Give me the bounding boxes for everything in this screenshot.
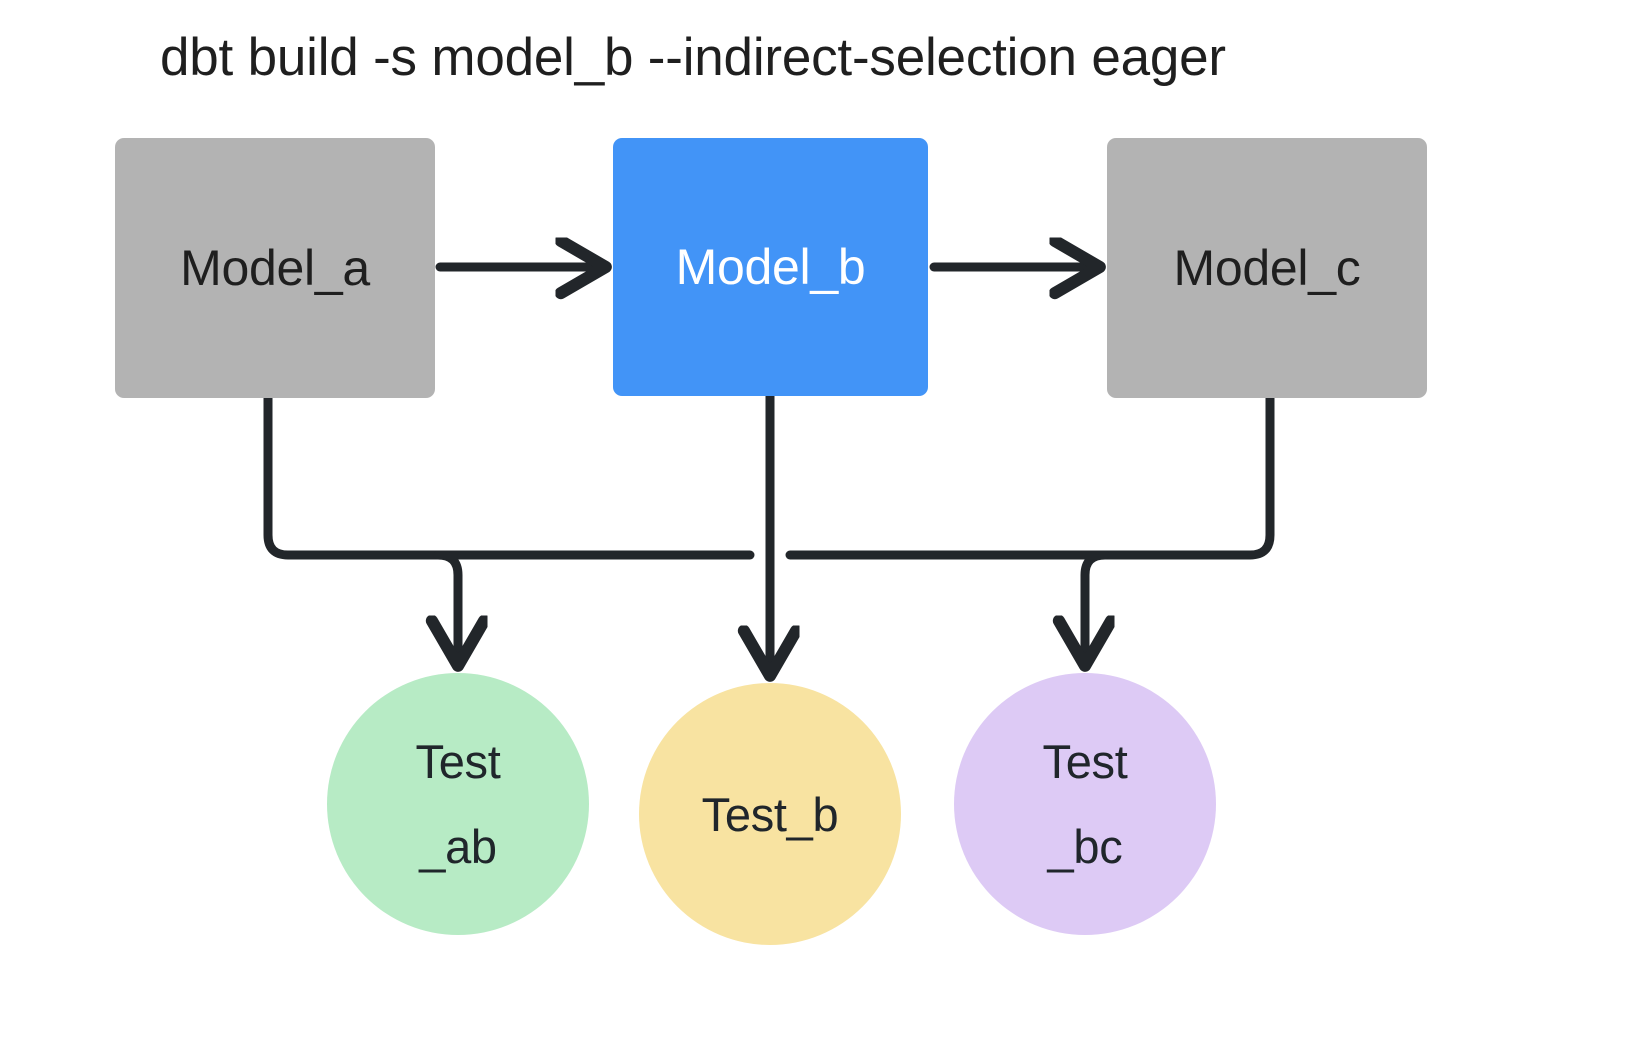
model-node-label: Model_b bbox=[675, 239, 866, 295]
edge-model-c-to-test-bc bbox=[1100, 393, 1275, 560]
model-node-model-b[interactable]: Model_b bbox=[613, 138, 928, 396]
model-node-label: Model_a bbox=[180, 240, 370, 296]
test-node-label-line1: Test bbox=[415, 735, 501, 788]
model-node-model-a[interactable]: Model_a bbox=[115, 138, 435, 398]
model-node-label: Model_c bbox=[1173, 240, 1361, 296]
edge-model-a-to-test-ab bbox=[263, 393, 443, 560]
model-node-model-c[interactable]: Model_c bbox=[1107, 138, 1427, 398]
test-node-label-line1: Test bbox=[1042, 735, 1128, 788]
test-node-test-b[interactable]: Test_b bbox=[639, 683, 901, 945]
diagram-title: dbt build -s model_b --indirect-selectio… bbox=[160, 28, 1226, 87]
edge-branch-to-test-bc bbox=[1085, 550, 1105, 664]
test-node-label-line2: _ab bbox=[419, 820, 497, 873]
edge-branch-to-test-ab bbox=[438, 550, 458, 664]
test-node-label-line2: _bc bbox=[1047, 820, 1123, 873]
test-node-label-line1: Test_b bbox=[701, 787, 839, 841]
test-node-test-ab[interactable]: Test _ab bbox=[327, 673, 589, 935]
test-node-test-bc[interactable]: Test _bc bbox=[954, 673, 1216, 935]
